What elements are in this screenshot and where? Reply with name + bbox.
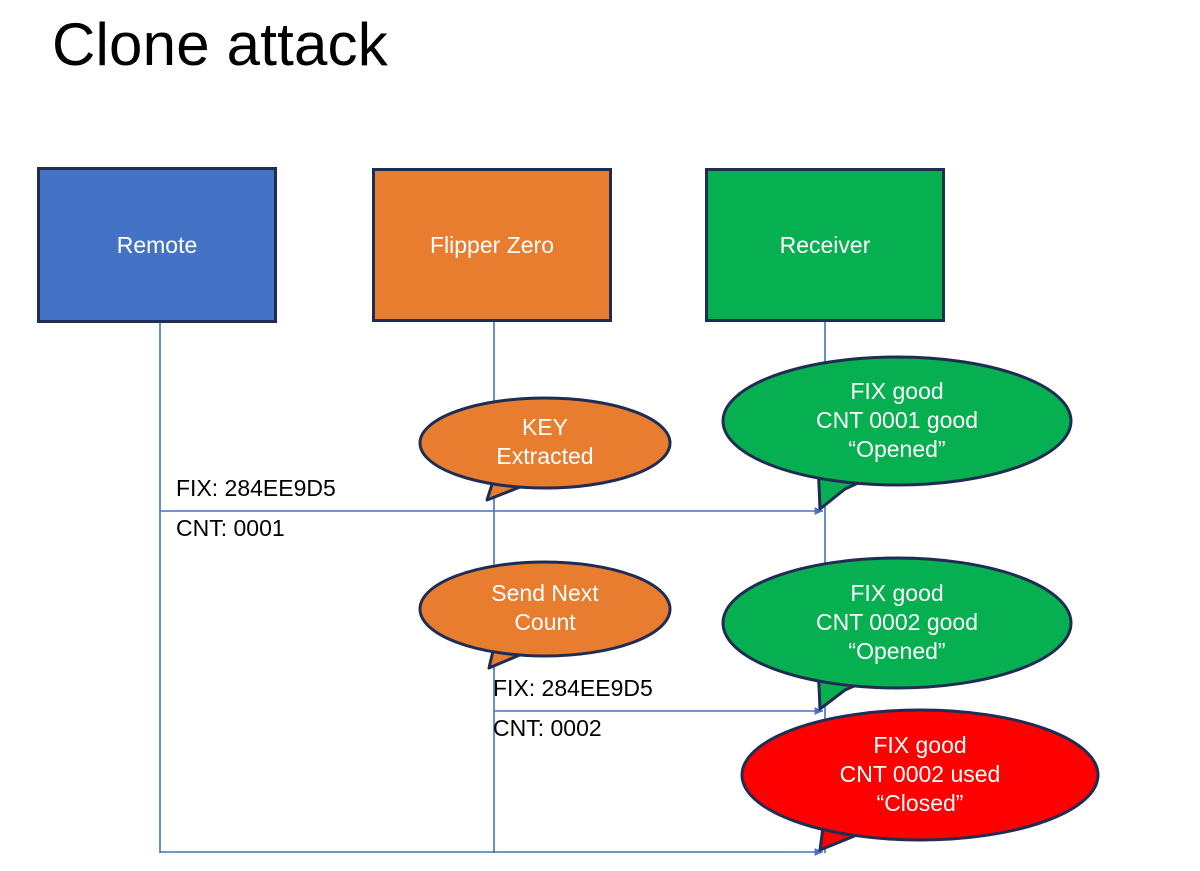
callout-shape-receiver-cnt-0001-good <box>721 355 1073 511</box>
page-title: Clone attack <box>52 11 388 78</box>
message-label-flipper-cnt: CNT: 0002 <box>493 715 602 741</box>
callout-shape-receiver-cnt-0002-good <box>721 556 1073 711</box>
actor-box-remote[interactable]: Remote <box>37 167 277 323</box>
message-arrows <box>160 507 824 856</box>
actor-label-remote: Remote <box>116 232 198 258</box>
actor-label-flipper: Flipper Zero <box>430 232 554 258</box>
actor-box-receiver[interactable]: Receiver <box>705 168 945 322</box>
callout-shape-receiver-cnt-0002-used <box>740 708 1100 852</box>
actor-label-receiver: Receiver <box>779 232 871 258</box>
callout-shape-send-next-count <box>418 560 672 670</box>
message-label-remote-cnt: CNT: 0001 <box>176 515 285 541</box>
callout-shape-key-extracted <box>418 396 672 502</box>
message-label-remote-fix: FIX: 284EE9D5 <box>176 475 336 501</box>
actor-box-flipper[interactable]: Flipper Zero <box>372 168 612 322</box>
message-label-flipper-fix: FIX: 284EE9D5 <box>493 675 653 701</box>
